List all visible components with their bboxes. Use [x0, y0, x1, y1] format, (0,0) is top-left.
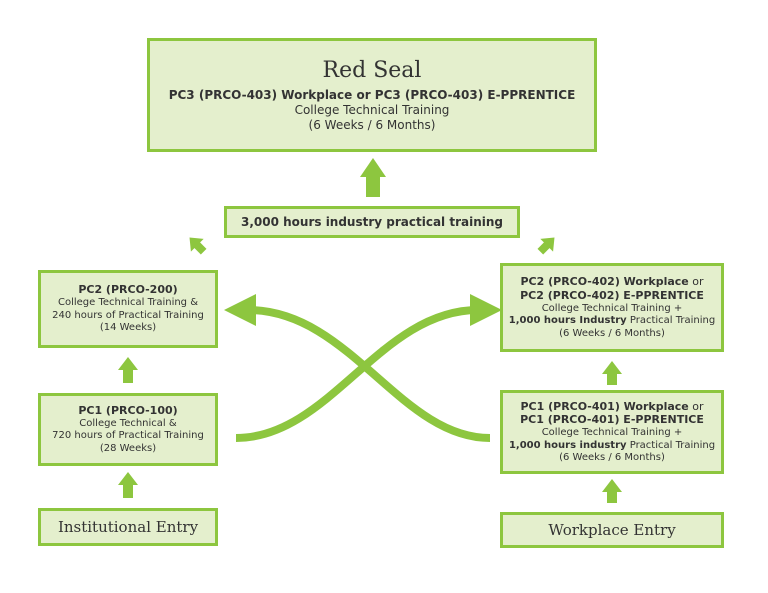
arrow-up-left-upper	[118, 357, 138, 383]
pc1-work-line1: College Technical Training +	[541, 427, 683, 438]
pc1-work-line2-rest: Practical Training	[626, 439, 716, 451]
pc1-work-or: or	[688, 399, 704, 413]
pc1-inst-line2: 720 hours of Practical Training	[52, 430, 204, 442]
red-seal-line1: College Technical Training	[294, 102, 450, 117]
red-seal-title: Red Seal	[322, 58, 422, 84]
arrow-diag-left	[189, 237, 207, 255]
pc1-work-title2: PC1 (PRCO-401) E-PPRENTICE	[520, 413, 704, 427]
pc2-institutional-box: PC2 (PRCO-200) College Technical Trainin…	[38, 270, 218, 348]
pc1-inst-title: PC1 (PRCO-100)	[78, 403, 178, 417]
pc2-work-title1: PC2 (PRCO-402) Workplace	[520, 275, 689, 288]
pc2-work-line3: (6 Weeks / 6 Months)	[559, 327, 665, 339]
hours-box: 3,000 hours industry practical training	[224, 206, 520, 238]
pc1-inst-line1: College Technical &	[79, 417, 177, 429]
pc2-work-title2: PC2 (PRCO-402) E-PPRENTICE	[520, 288, 704, 302]
institutional-entry-label: Institutional Entry	[57, 517, 199, 536]
pc1-inst-line3: (28 Weeks)	[99, 442, 157, 454]
pc2-inst-line3: (14 Weeks)	[99, 322, 157, 334]
pc1-work-title1: PC1 (PRCO-401) Workplace	[520, 399, 689, 413]
pc2-workplace-box: PC2 (PRCO-402) Workplace or PC2 (PRCO-40…	[500, 263, 724, 352]
pc2-inst-title: PC2 (PRCO-200)	[78, 283, 178, 297]
red-seal-subtitle: PC3 (PRCO-403) Workplace or PC3 (PRCO-40…	[168, 87, 576, 102]
pc2-inst-line1: College Technical Training &	[57, 297, 199, 309]
arrow-up-right-lower	[602, 479, 622, 503]
workplace-entry-box: Workplace Entry	[500, 512, 724, 548]
red-seal-line2: (6 Weeks / 6 Months)	[308, 117, 436, 132]
hours-label: 3,000 hours industry practical training	[240, 214, 503, 229]
workplace-entry-label: Workplace Entry	[548, 520, 676, 539]
pc1-institutional-box: PC1 (PRCO-100) College Technical & 720 h…	[38, 393, 218, 466]
institutional-entry-box: Institutional Entry	[38, 508, 218, 546]
pc2-work-line2-bold: 1,000 hours Industry	[508, 315, 627, 326]
arrow-up-left-lower	[118, 472, 138, 498]
pc2-inst-line2: 240 hours of Practical Training	[52, 309, 204, 321]
pc2-work-line1: College Technical Training +	[541, 302, 683, 314]
pc2-work-or: or	[688, 275, 704, 288]
arrow-diag-right	[537, 237, 555, 255]
red-seal-box: Red Seal PC3 (PRCO-403) Workplace or PC3…	[147, 38, 597, 152]
arrow-up-to-red-seal	[360, 158, 386, 197]
pc1-workplace-box: PC1 (PRCO-401) Workplace or PC1 (PRCO-40…	[500, 390, 724, 474]
pc1-work-line2-bold: 1,000 hours industry	[508, 439, 627, 451]
curve-work-to-inst	[224, 294, 491, 442]
arrow-up-right-upper	[602, 361, 622, 385]
curve-inst-to-work	[235, 294, 502, 442]
pc1-work-line3: (6 Weeks / 6 Months)	[559, 452, 665, 463]
pc2-work-line2-rest: Practical Training	[626, 315, 716, 326]
